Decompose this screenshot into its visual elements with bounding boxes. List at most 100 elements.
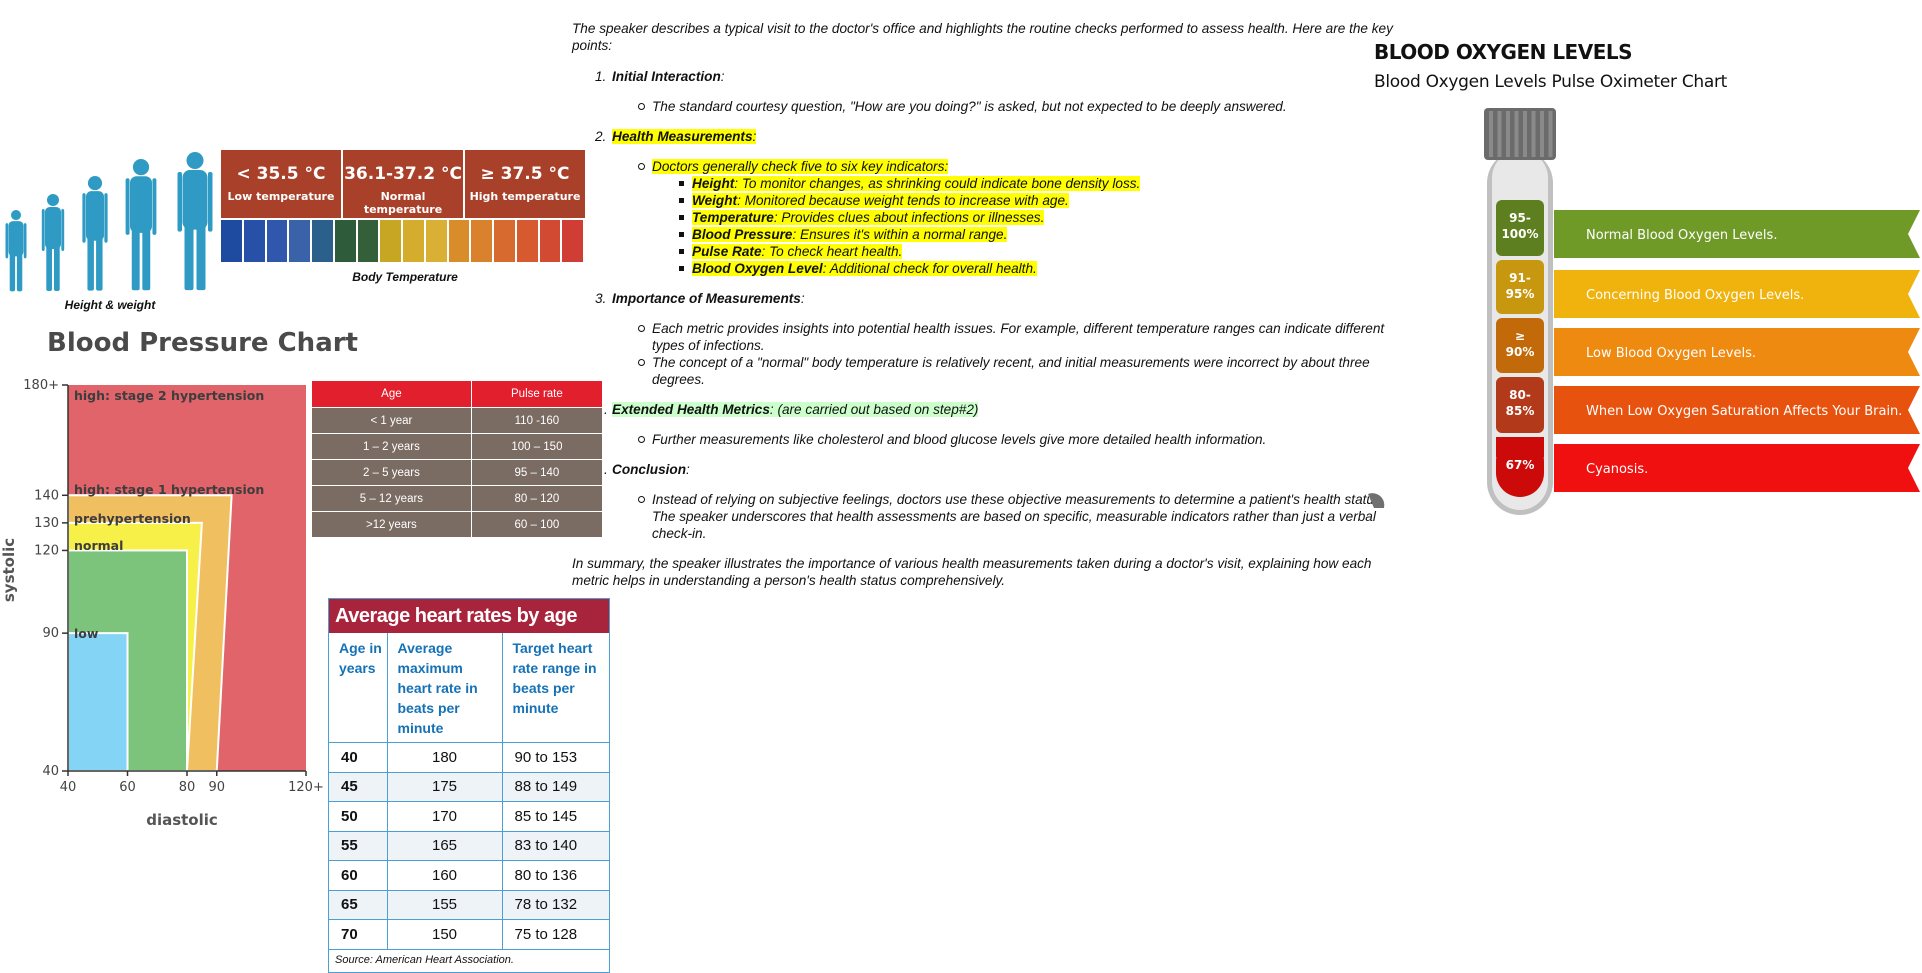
temp-range-label: Normal temperature — [363, 190, 443, 216]
heart-rates-title: Average heart rates by age — [329, 599, 609, 633]
bp-y-tick-label: 140 — [34, 488, 59, 503]
list-item: Weight: Monitored because weight tends t… — [679, 192, 1394, 209]
hr-target: 78 to 132 — [502, 890, 609, 920]
person-figure-icon — [82, 176, 108, 291]
oxygen-level-value: 80-85% — [1506, 388, 1535, 418]
notes-section-conclusion: . Conclusion: Instead of relying on subj… — [604, 461, 1394, 542]
hr-target: 80 to 136 — [502, 860, 609, 891]
blood-oxygen-title: BLOOD OXYGEN LEVELS — [1374, 40, 1633, 64]
temperature-scale-cell — [334, 220, 356, 262]
pulse-age: 1 – 2 years — [311, 433, 472, 460]
list-item: Each metric provides insights into poten… — [638, 320, 1394, 354]
section-suffix: : (are carried out based on step#2) — [769, 402, 979, 417]
temp-range-label: High temperature — [469, 190, 581, 203]
bp-y-axis-label: systolic — [0, 538, 18, 602]
pulse-rate: 95 – 140 — [470, 459, 604, 486]
cropped-image-fragment — [1368, 493, 1385, 508]
temp-range-value: < 35.5 °C — [236, 164, 326, 184]
bp-label-stage2: high: stage 2 hypertension — [74, 388, 264, 403]
temp-range-value: 36.1-37.2 °C — [344, 164, 462, 184]
pulse-rate: 80 – 120 — [470, 485, 604, 512]
metric-name: Pulse Rate — [692, 244, 762, 259]
oxygen-level-banner — [1554, 270, 1920, 318]
pulse-age: >12 years — [311, 511, 472, 538]
temperature-scale-cell — [425, 220, 447, 262]
temperature-scale-cell — [312, 220, 333, 262]
body-temperature-caption: Body Temperature — [352, 270, 458, 284]
temperature-scale-cell — [266, 220, 288, 262]
pulse-age: < 1 year — [311, 407, 472, 434]
bp-y-tick-label: 40 — [42, 764, 59, 779]
section-colon: : — [686, 462, 690, 477]
list-item: Height: To monitor changes, as shrinking… — [679, 175, 1394, 192]
hr-target: 85 to 145 — [502, 801, 609, 832]
bp-x-tick-label: 80 — [179, 780, 196, 795]
oxygen-level-value: 67% — [1506, 458, 1535, 472]
blood-pressure-title: Blood Pressure Chart — [47, 328, 358, 358]
hr-target: 90 to 153 — [502, 742, 609, 773]
section-colon: : — [720, 69, 725, 84]
section-title: Initial Interaction — [612, 69, 721, 84]
notes-summary: In summary, the speaker illustrates the … — [572, 556, 1372, 588]
hr-max: 155 — [387, 890, 503, 920]
hr-max: 175 — [387, 772, 503, 802]
blood-oxygen-chart: 95-100%Normal Blood Oxygen Levels.91-95%… — [1484, 108, 1920, 515]
section-number: 3. — [595, 291, 607, 306]
bp-label-normal: normal — [74, 538, 123, 553]
bp-x-tick-label: 120+ — [288, 780, 324, 795]
hr-age: 40 — [329, 742, 388, 773]
temperature-scale-cell — [289, 220, 310, 262]
oxygen-level-label: Normal Blood Oxygen Levels. — [1586, 228, 1777, 243]
hr-max: 165 — [387, 831, 503, 861]
list-item: Blood Oxygen Level: Additional check for… — [679, 260, 1394, 277]
temperature-scale-cell — [448, 220, 470, 262]
bp-y-tick-label: 90 — [42, 626, 59, 641]
hr-max: 160 — [387, 860, 503, 891]
section-title: Health Measurements — [612, 129, 753, 144]
hr-max: 180 — [387, 742, 503, 773]
section-title: Importance of Measurements — [612, 291, 801, 306]
height-weight-caption: Height & weight — [64, 298, 156, 312]
temp-range-normal: 36.1-37.2 °C Normal temperature — [343, 150, 463, 218]
notes-intro: The speaker describes a typical visit to… — [572, 21, 1393, 53]
oxygen-level-label: Low Blood Oxygen Levels. — [1586, 346, 1756, 361]
oxygen-level-banner — [1554, 328, 1920, 376]
hr-max: 150 — [387, 919, 503, 950]
body-temperature-panel: < 35.5 °C Low temperature 36.1-37.2 °C N… — [221, 150, 585, 262]
pulse-header-age: Age — [311, 380, 472, 408]
oxygen-level-label: Concerning Blood Oxygen Levels. — [1586, 288, 1804, 303]
hr-target: 75 to 128 — [502, 919, 609, 950]
section-number: . — [604, 462, 608, 477]
metric-desc: : Ensures it's within a normal range. — [792, 227, 1008, 242]
temp-range-value: ≥ 37.5 °C — [480, 164, 570, 184]
bp-label-low: low — [74, 626, 99, 641]
section-number: 2. — [595, 129, 607, 144]
tube-segment — [1496, 200, 1544, 256]
pulse-rate: 110 -160 — [470, 407, 604, 434]
pulse-rate: 100 – 150 — [470, 433, 604, 460]
notes-section-initial-interaction: 1. Initial Interaction: The standard cou… — [595, 68, 1394, 115]
section-colon: : — [752, 129, 757, 144]
metric-desc: : Additional check for overall health. — [822, 261, 1037, 276]
bp-label-prehypertension: prehypertension — [74, 511, 191, 526]
person-figure-icon — [5, 210, 27, 292]
bp-zone-low — [67, 632, 129, 772]
test-tube-cap — [1484, 108, 1556, 160]
metric-desc: : Monitored because weight tends to incr… — [737, 193, 1069, 208]
oxygen-level-value: 91-95% — [1506, 271, 1535, 301]
tube-segment — [1496, 260, 1544, 314]
bp-x-tick-label: 40 — [60, 780, 77, 795]
list-item: Doctors generally check five to six key … — [638, 158, 1394, 277]
person-figure-icon — [125, 159, 157, 291]
temperature-scale-cell — [539, 220, 561, 262]
hr-age: 70 — [329, 919, 388, 950]
metric-name: Blood Pressure — [692, 227, 793, 242]
temperature-scale-cell — [403, 220, 424, 262]
